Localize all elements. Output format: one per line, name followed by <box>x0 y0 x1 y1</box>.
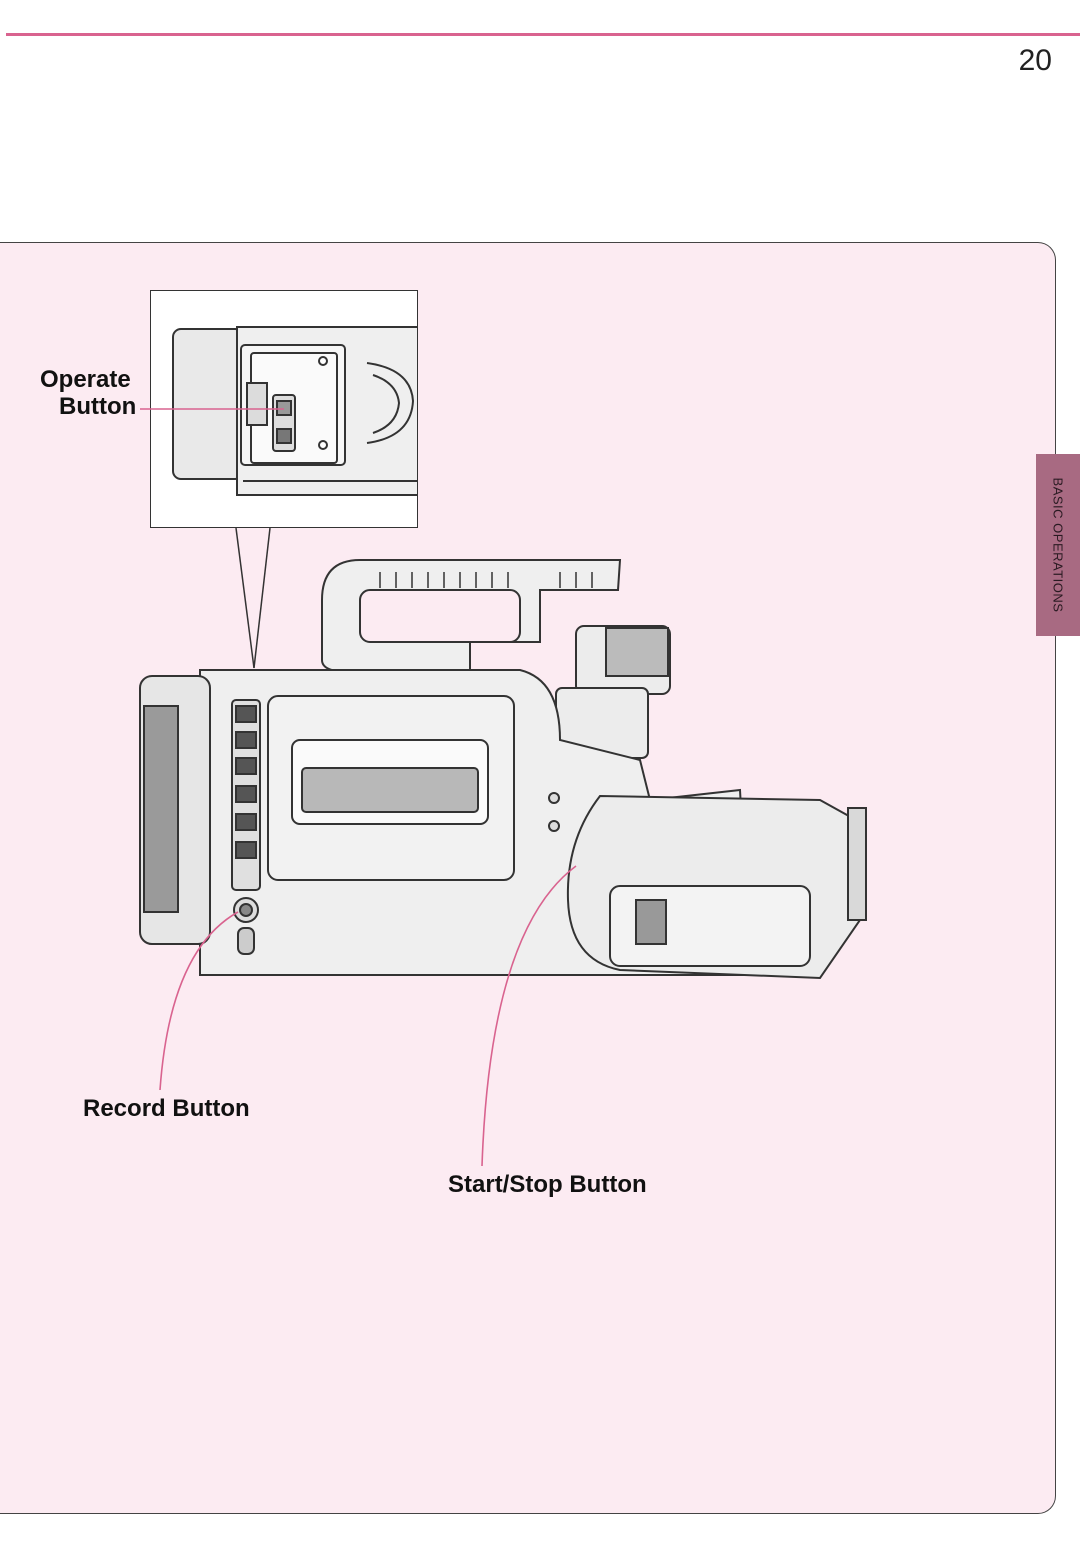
hand-grip <box>566 794 867 980</box>
callout-lines <box>140 408 577 1167</box>
operate-detail-inset <box>150 290 418 528</box>
inset-pointer-lines <box>235 527 271 669</box>
start-stop-button-label: Start/Stop Button <box>448 1171 647 1198</box>
viewfinder <box>555 625 671 759</box>
page-number: 20 <box>1018 44 1052 77</box>
carry-handle <box>321 559 622 673</box>
section-tab: BASIC OPERATIONS <box>1036 454 1080 636</box>
operate-button-label-line1: Operate <box>40 366 131 393</box>
operate-button-label-line2: Button <box>59 393 137 420</box>
operate-detail-drawing <box>172 326 417 496</box>
operate-button-label: Operate Button <box>40 366 136 420</box>
top-rule <box>6 33 1080 36</box>
record-button-label: Record Button <box>83 1095 250 1122</box>
